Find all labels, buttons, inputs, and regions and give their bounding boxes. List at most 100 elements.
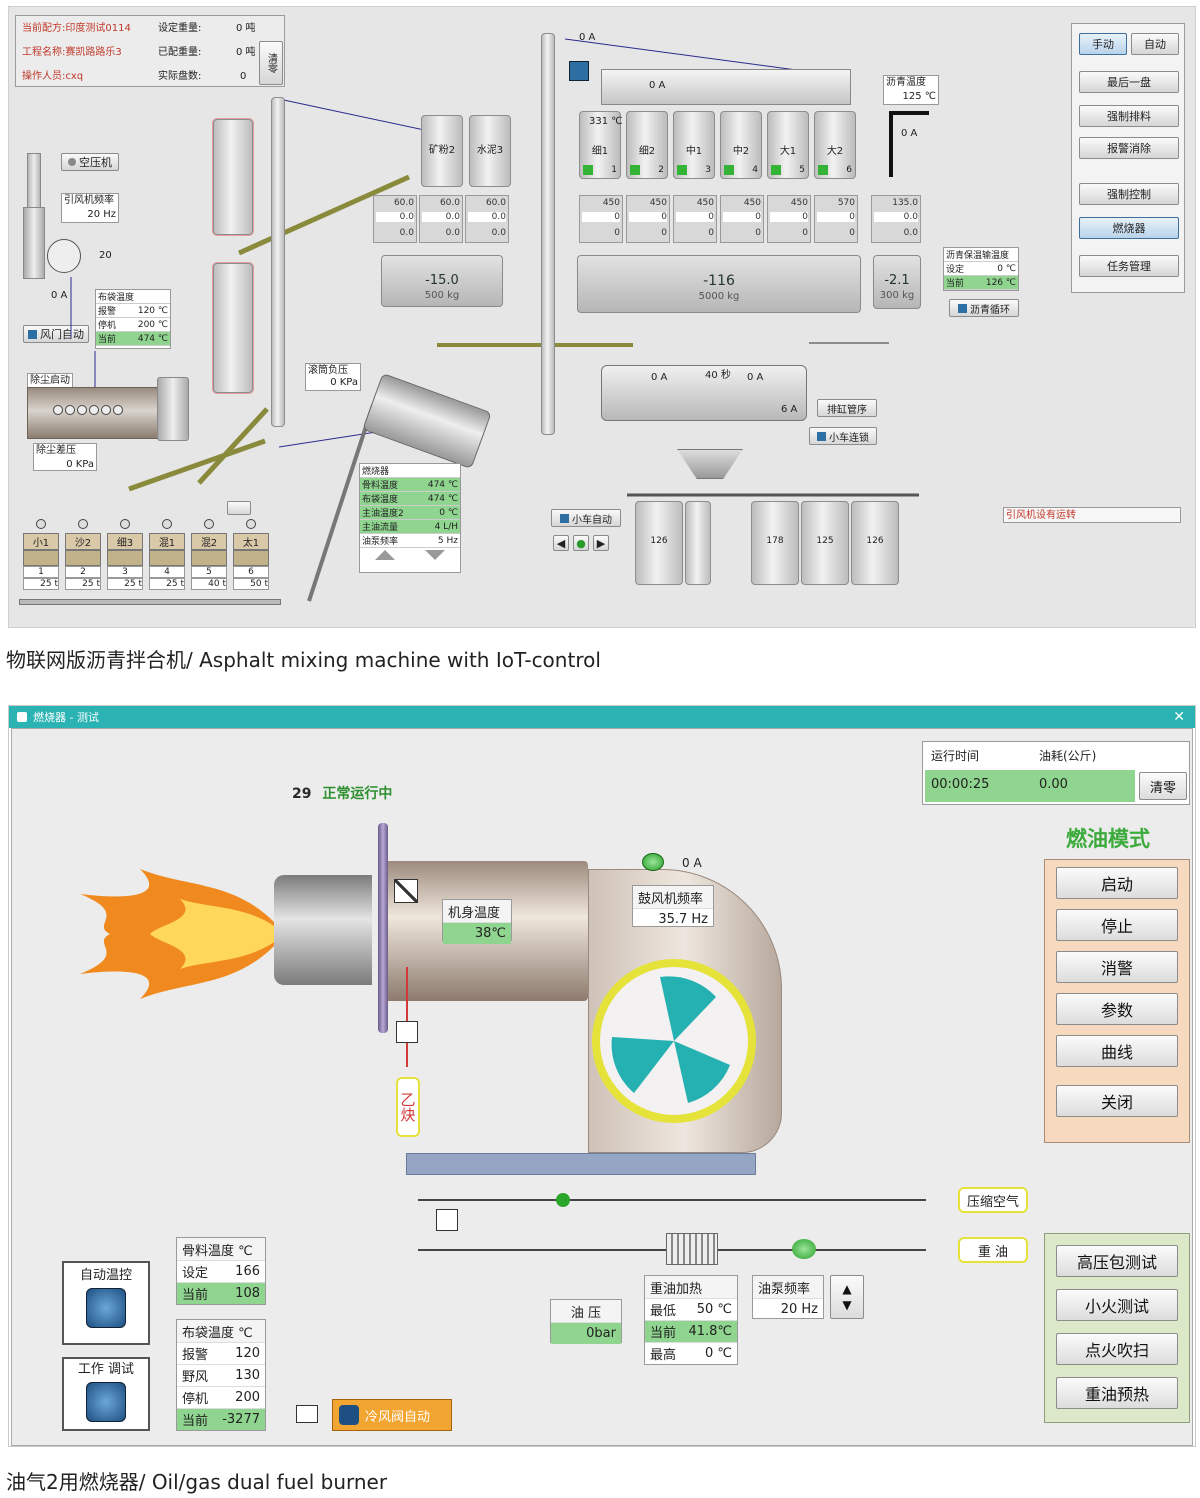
cold-bin-motor-icon[interactable] (36, 519, 46, 529)
burner-up-icon[interactable] (375, 550, 395, 560)
fan-small-value: 20 (99, 250, 112, 261)
screen-motor-icon[interactable] (569, 61, 589, 81)
clear-oil-button[interactable]: 清零 (1139, 772, 1187, 800)
asphalt-circulation-label: 沥青循环 (970, 304, 1010, 316)
hot-bin-now: 0 (629, 212, 667, 222)
auto-temp-switch[interactable] (86, 1288, 126, 1328)
pump-freq-value: 20 Hz (753, 1298, 823, 1320)
induced-fan-icon[interactable] (47, 239, 81, 273)
manual-mode-button[interactable]: 手动 (1079, 33, 1127, 55)
heat-now-value: 41.8℃ (688, 1324, 732, 1339)
side-button-4[interactable]: 参数 (1056, 993, 1178, 1025)
side-button-5[interactable]: 曲线 (1056, 1035, 1178, 1067)
cold-valve-auto-button[interactable]: 冷风阀自动 (332, 1399, 452, 1431)
cold-bin-motor-icon[interactable] (162, 519, 172, 529)
hot-bin-index: 4 (752, 165, 758, 175)
cart-auto-button[interactable]: 小车自动 (551, 509, 621, 527)
solenoid-valve-icon[interactable] (396, 1021, 418, 1043)
heater-icon[interactable] (666, 1233, 718, 1265)
powder-gauge-now: 0.0 (422, 212, 460, 222)
auto-mode-button[interactable]: 自动 (1131, 33, 1179, 55)
recipe-info-panel: 当前配方:印度测试0114 工程名称:赛凯路路乐3 操作人员:cxq 设定重量:… (15, 15, 285, 87)
alarm-status-bar: 引风机设有运转 (1003, 507, 1181, 523)
valve-icon[interactable] (394, 879, 418, 903)
stepper-down-icon[interactable]: ▼ (842, 1298, 852, 1312)
discharge-sequence-button[interactable]: 排缸管序 (817, 399, 877, 417)
burner-row-key: 油泵频率 (362, 537, 399, 547)
hot-bin-set: 570 (837, 198, 855, 208)
agg-set-value: 166 (235, 1264, 260, 1279)
cart-interlock-button[interactable]: 小车连锁 (809, 427, 877, 445)
burner-row-key: 布袋温度 (362, 495, 399, 505)
hot-bin-level (724, 165, 734, 175)
burner-down-icon[interactable] (425, 550, 445, 560)
asphalt-temp-value: 125 ℃ (902, 91, 937, 102)
last-batch-button[interactable]: 最后一盘 (1079, 71, 1179, 93)
cold-bin-motor-icon[interactable] (120, 519, 130, 529)
bypass-valve-icon[interactable] (436, 1209, 458, 1231)
clear-count-button[interactable]: 清零 (259, 41, 283, 85)
burner-row-value: 474 ℃ (427, 493, 458, 504)
side-button-3[interactable]: 消警 (1056, 951, 1178, 983)
damper-auto-button[interactable]: 风门自动 (23, 325, 89, 343)
drum-pressure-label: 滚筒负压 (308, 365, 348, 376)
batch-count-label: 实际盘数: (158, 71, 202, 82)
cart-right-button[interactable]: ▶ (593, 535, 609, 551)
cold-bin-motor-icon[interactable] (246, 519, 256, 529)
blower-run-icon[interactable] (642, 853, 664, 871)
oil-pump-icon[interactable] (792, 1239, 816, 1259)
cold-bin-value: 25 t (107, 578, 143, 590)
cart-left-button[interactable]: ◀ (553, 535, 569, 551)
hot-bin-name: 细2 (638, 146, 656, 157)
baghouse-ports (53, 405, 123, 417)
hot-bin-index: 2 (658, 165, 664, 175)
burner-button[interactable]: 燃烧器 (1079, 217, 1179, 239)
powder-scale-cap: 500 kg (424, 290, 460, 301)
side-button-2[interactable]: 停止 (1056, 909, 1178, 941)
test-button-3[interactable]: 点火吹扫 (1056, 1333, 1178, 1365)
test-button-4[interactable]: 重油预热 (1056, 1377, 1178, 1409)
pump-freq-stepper[interactable]: ▲▼ (830, 1275, 864, 1319)
cold-bin-value: 40 t (191, 578, 227, 590)
cart-auto-icon (560, 513, 569, 523)
bag-now-value: 474 ℃ (137, 333, 168, 344)
body-temp-label: 机身温度 (443, 900, 511, 922)
cold-bin-index: 6 (233, 566, 269, 578)
alarm-clear-button[interactable]: 报警消除 (1079, 137, 1179, 159)
blower-current: 0 A (682, 856, 702, 870)
filler-silo-2 (212, 262, 254, 394)
force-discharge-button[interactable]: 强制排料 (1079, 105, 1179, 127)
work-mode-knob[interactable] (86, 1382, 126, 1422)
cart-stop-button[interactable]: ● (573, 535, 589, 551)
task-management-button[interactable]: 任务管理 (1079, 255, 1179, 277)
storage-silo-value: 178 (766, 536, 784, 546)
asphalt-circulation-button[interactable]: 沥青循环 (949, 299, 1019, 317)
cold-bin-value: 25 t (149, 578, 185, 590)
blower-fan[interactable] (592, 959, 756, 1123)
drum-small-button[interactable] (227, 501, 251, 515)
hot-bin-now: 0 (582, 212, 620, 222)
cold-bin-motor-icon[interactable] (204, 519, 214, 529)
cold-bin-hopper (107, 550, 143, 566)
side-button-1[interactable]: 启动 (1056, 867, 1178, 899)
asphalt-heat-set-label: 设定 (946, 265, 965, 275)
cold-bin-name: 太1 (233, 533, 269, 550)
burner-flange (378, 823, 388, 1033)
cold-bin-motor-icon[interactable] (78, 519, 88, 529)
cart-interlock-icon (817, 431, 826, 441)
cold-bin-hopper (23, 550, 59, 566)
force-control-button[interactable]: 强制控制 (1079, 183, 1179, 205)
stepper-up-icon[interactable]: ▲ (842, 1282, 852, 1296)
test-button-1[interactable]: 高压包测试 (1056, 1245, 1178, 1277)
hot-bin-level (630, 165, 640, 175)
powder-gauge-now: 0.0 (468, 212, 506, 222)
air-compressor-button[interactable]: 空压机 (61, 153, 119, 171)
powder-silo-2-label: 矿粉2 (428, 145, 456, 156)
side-button-6[interactable]: 关闭 (1056, 1085, 1178, 1117)
hot-bin-now: 0 (676, 212, 714, 222)
close-icon[interactable]: ✕ (1173, 709, 1185, 725)
test-button-2[interactable]: 小火测试 (1056, 1289, 1178, 1321)
